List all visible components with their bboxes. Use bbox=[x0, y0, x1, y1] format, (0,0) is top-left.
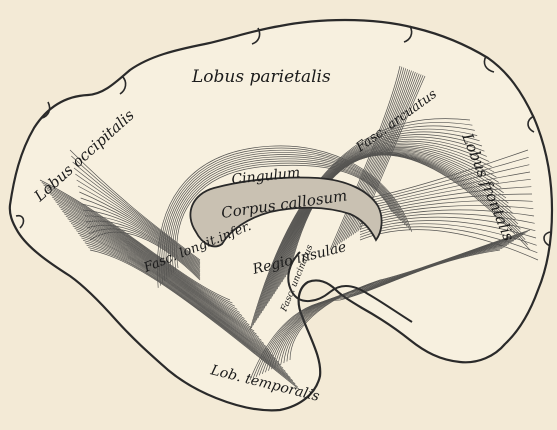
label-lobus-parietalis: Lobus parietalis bbox=[191, 67, 331, 87]
